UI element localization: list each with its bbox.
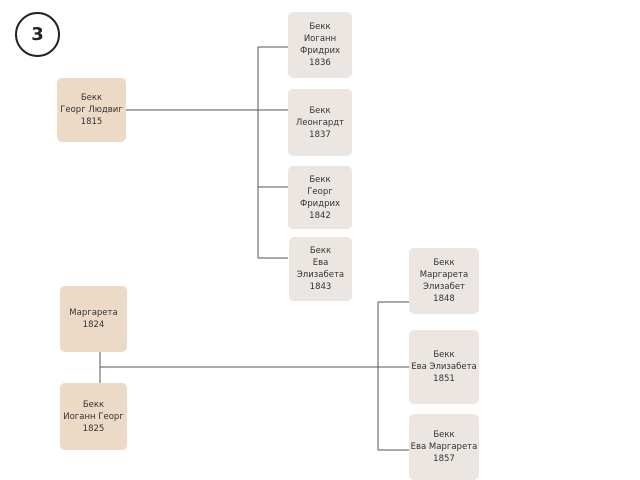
card-line: Бекк <box>309 246 332 256</box>
card-line: 1825 <box>82 423 105 434</box>
person-card-georg-ludwig[interactable]: Бекк Георг Людвиг 1815 <box>57 78 126 142</box>
card-line: Бекк <box>82 399 105 410</box>
card-line: Бекк <box>433 350 455 360</box>
card-line: Георг Людвиг <box>60 105 123 115</box>
card-line: Бекк <box>433 258 455 268</box>
person-card-child-1-1[interactable]: Бекк Иоганн Фридрих 1836 <box>288 12 352 78</box>
card-line: Элизабет <box>422 282 466 292</box>
card-line: Фридрих <box>299 46 341 56</box>
person-card-child-1-2[interactable]: Бекк Леонгардт 1837 <box>288 89 352 156</box>
card-line: Фридрих <box>299 198 341 209</box>
person-card-child-2-2[interactable]: Бекк Ева Элизабета 1851 <box>409 330 479 404</box>
card-line: Ева Элизабета <box>411 362 477 372</box>
card-line: Бекк <box>309 22 331 32</box>
card-line: Бекк <box>80 93 103 103</box>
card-line: 1824 <box>82 320 105 330</box>
card-line: 1857 <box>433 454 455 464</box>
person-card-margareta[interactable]: Маргарета 1824 <box>60 286 127 352</box>
card-line: Маргарета <box>419 270 469 280</box>
card-line: Иоганн <box>303 34 337 44</box>
card-line: 1851 <box>433 374 455 384</box>
card-line: Бекк <box>309 174 331 185</box>
card-line: Элизабета <box>296 270 345 280</box>
card-line: 1848 <box>433 294 455 304</box>
card-line: 1815 <box>80 117 103 127</box>
card-line: Бекк <box>309 105 331 116</box>
card-line: 1843 <box>309 282 332 292</box>
person-card-child-2-1[interactable]: Бекк Маргарета Элизабет 1848 <box>409 248 479 314</box>
card-line: Ева Маргарета <box>410 442 478 452</box>
page-number-badge: 3 <box>15 12 60 57</box>
person-card-child-1-3[interactable]: Бекк Георг Фридрих 1842 <box>288 166 352 229</box>
card-line: Ева <box>312 258 329 268</box>
card-line: 1836 <box>309 58 331 68</box>
card-line: Георг <box>307 186 333 197</box>
card-line: Леонгардт <box>295 117 345 128</box>
card-line: 1842 <box>309 210 331 221</box>
person-card-child-1-4[interactable]: Бекк Ева Элизабета 1843 <box>289 237 352 301</box>
card-line: Иоганн Георг <box>63 411 124 422</box>
person-card-johann-georg[interactable]: Бекк Иоганн Георг 1825 <box>60 383 127 450</box>
card-line: Маргарета <box>69 308 118 318</box>
card-line: 1837 <box>309 129 331 140</box>
person-card-child-2-3[interactable]: Бекк Ева Маргарета 1857 <box>409 414 479 480</box>
card-line: Бекк <box>433 430 455 440</box>
